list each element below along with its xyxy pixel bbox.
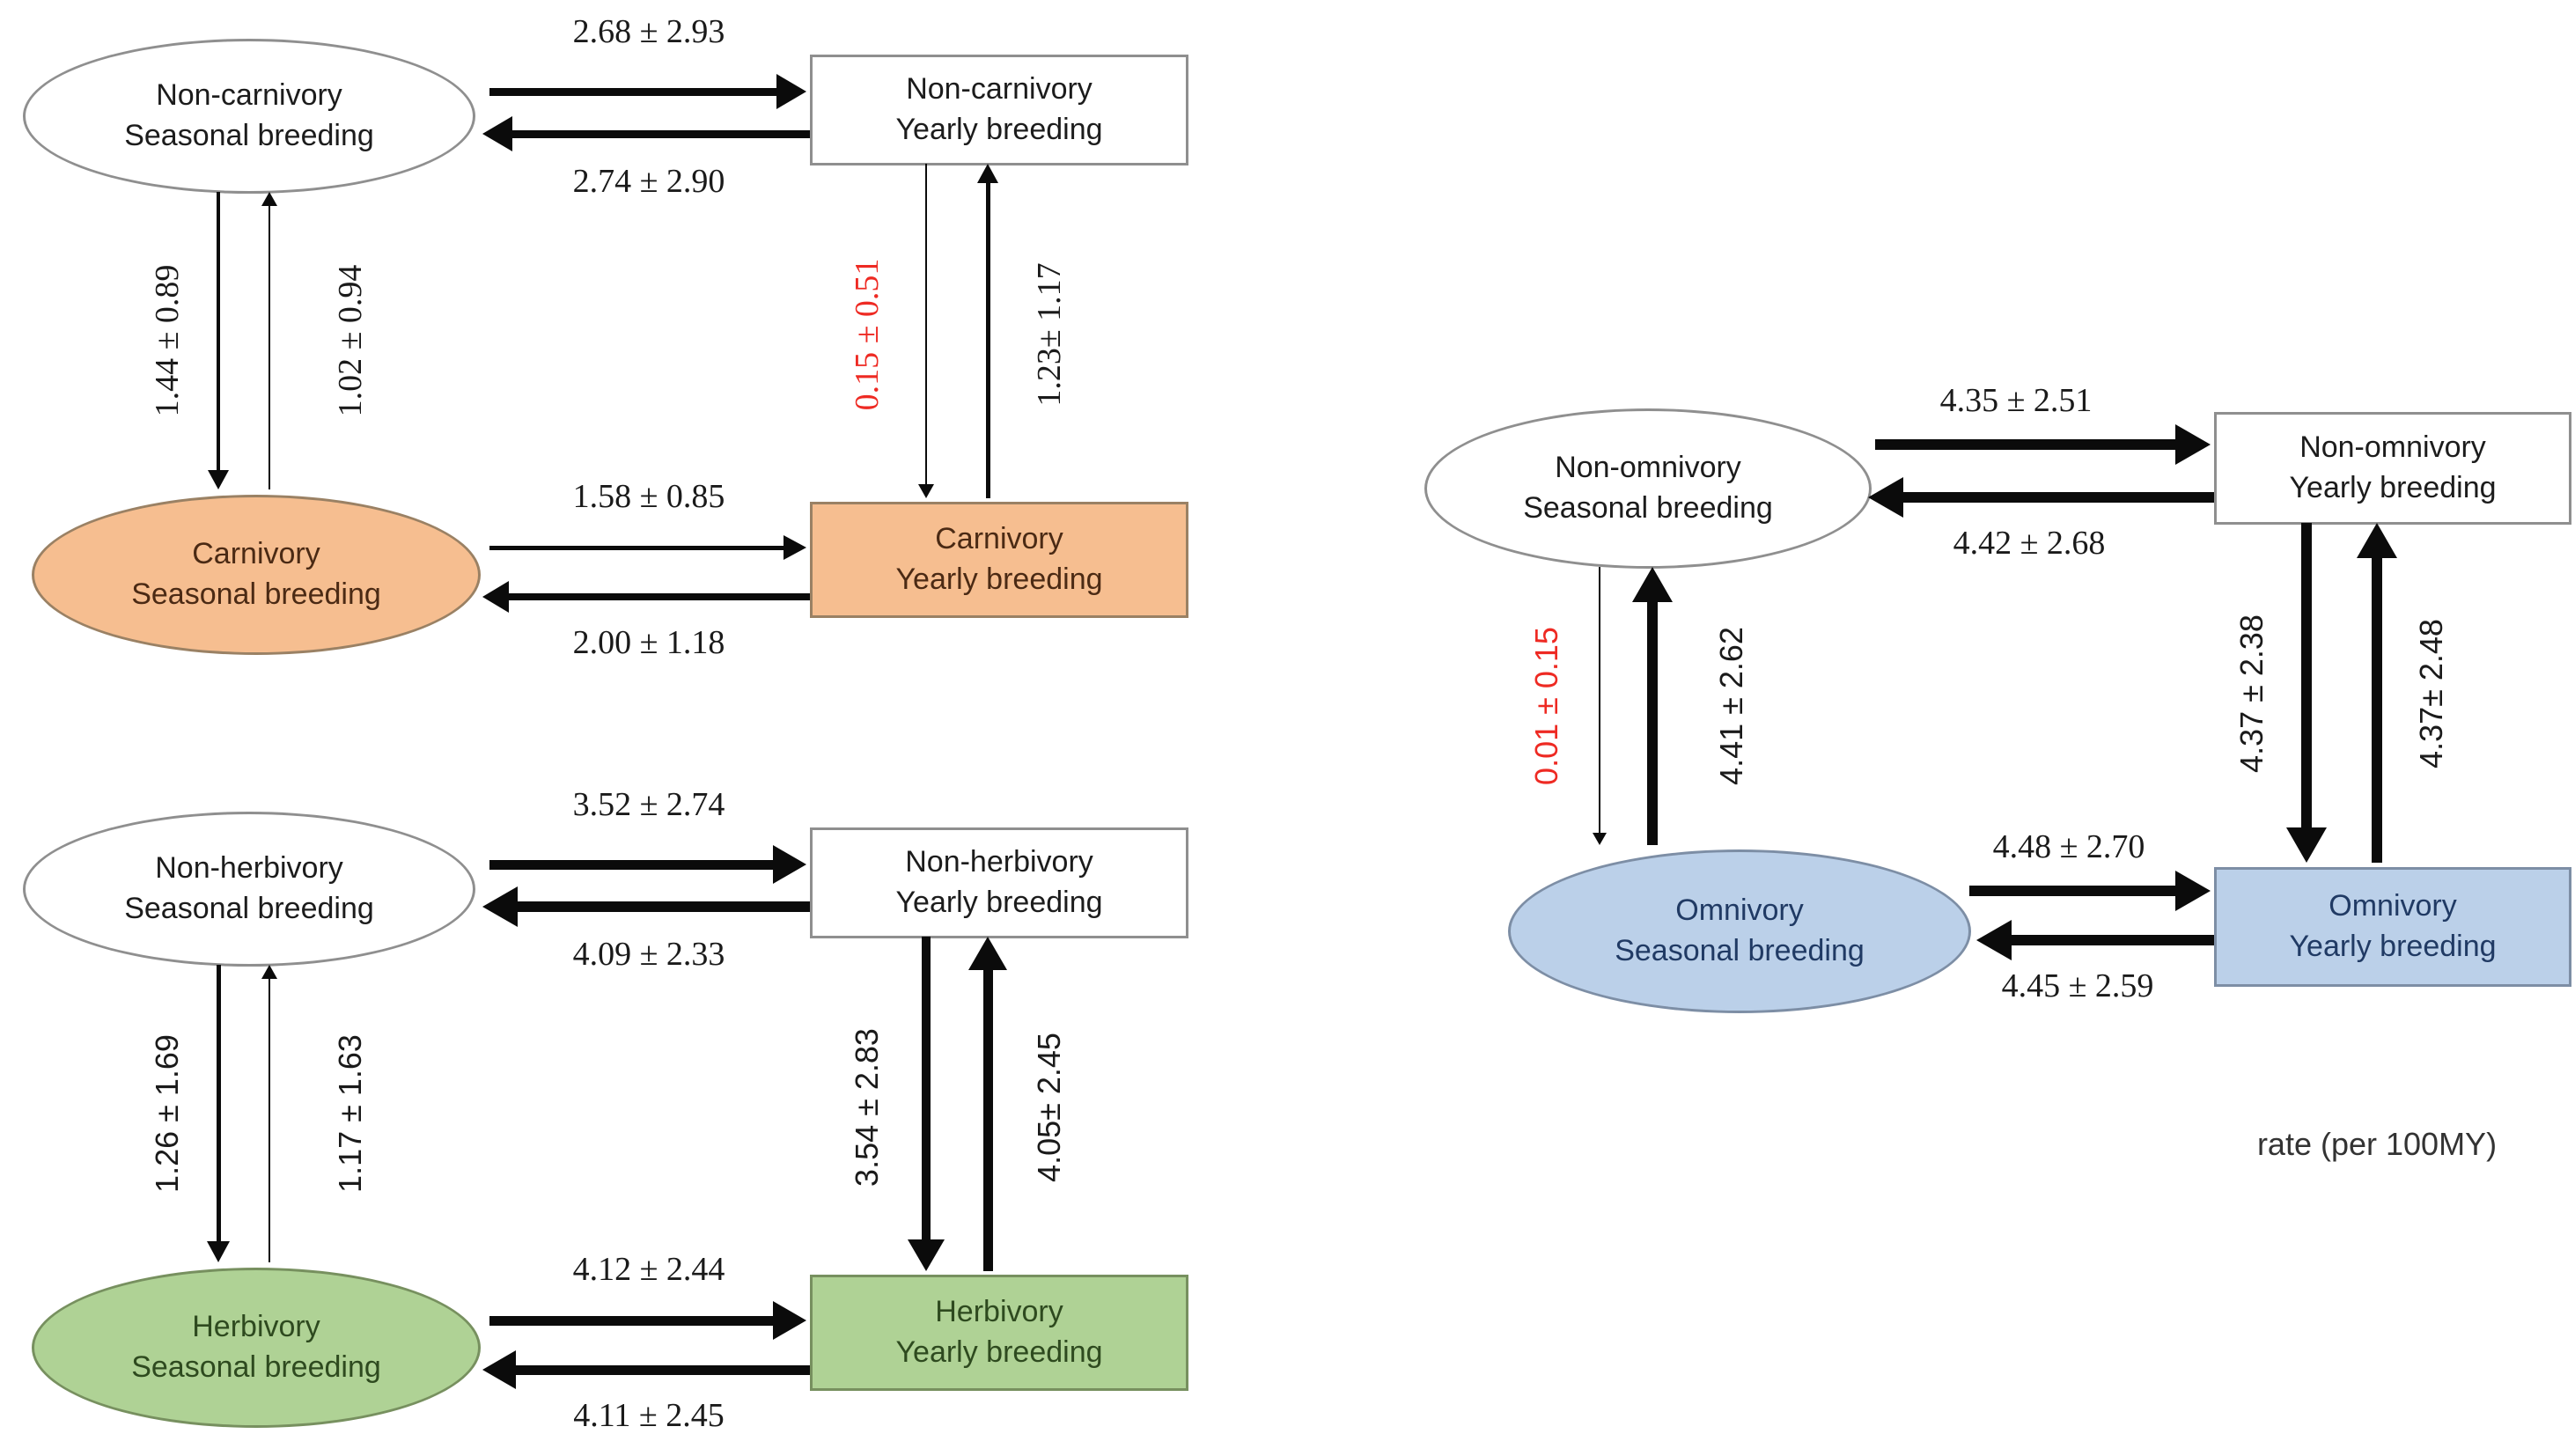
rate-label-bottom-left: 4.45 ± 2.59 bbox=[2001, 967, 2154, 1004]
rate-label-left-down: 1.26 ± 1.69 bbox=[149, 1034, 185, 1193]
node-label-line2: Seasonal breeding bbox=[1615, 934, 1865, 967]
node-non-carnivory-seasonal: Non-carnivory Seasonal breeding bbox=[23, 39, 475, 194]
panel-herbivory: Non-herbivory Seasonal breeding Non-herb… bbox=[0, 773, 1232, 1456]
node-label-line1: Omnivory bbox=[2329, 889, 2457, 923]
arrow-hy-to-nhy bbox=[968, 937, 1007, 1271]
rate-label-mid-up: 4.37± 2.48 bbox=[2413, 619, 2449, 768]
arrow-ncs-to-cs bbox=[208, 192, 229, 489]
node-label-line1: Non-carnivory bbox=[156, 78, 342, 113]
rate-label-mid-down: 3.54 ± 2.83 bbox=[849, 1028, 885, 1187]
node-label-line2: Seasonal breeding bbox=[131, 577, 381, 611]
rate-label-mid-down: 0.15 ± 0.51 bbox=[849, 258, 886, 411]
node-label-line2: Yearly breeding bbox=[895, 113, 1103, 146]
arrow-hs-to-nhs bbox=[261, 965, 277, 1262]
arrow-oy-to-noy bbox=[2357, 523, 2397, 863]
rate-label-top-right: 2.68 ± 2.93 bbox=[572, 13, 725, 50]
arrow-os-to-oy bbox=[1969, 871, 2211, 911]
node-label-line2: Yearly breeding bbox=[2289, 471, 2497, 504]
arrow-os-to-nos bbox=[1632, 567, 1673, 845]
arrow-noy-to-oy bbox=[2286, 523, 2327, 863]
rate-label-left-up: 1.02 ± 0.94 bbox=[332, 264, 369, 417]
node-label-line2: Yearly breeding bbox=[895, 563, 1103, 596]
node-omnivory-yearly: Omnivory Yearly breeding bbox=[2214, 867, 2571, 987]
node-label-line1: Non-herbivory bbox=[905, 845, 1093, 879]
node-non-omnivory-seasonal: Non-omnivory Seasonal breeding bbox=[1424, 408, 1872, 569]
rate-label-top-left: 4.42 ± 2.68 bbox=[1953, 525, 2106, 562]
rate-label-top-left: 4.09 ± 2.33 bbox=[572, 936, 725, 973]
arrow-nhs-to-hs bbox=[207, 965, 230, 1262]
rate-label-left-up: 4.41 ± 2.62 bbox=[1713, 627, 1749, 785]
node-label-line2: Yearly breeding bbox=[895, 886, 1103, 919]
arrow-cy-to-ncy bbox=[977, 164, 998, 498]
rate-label-top-right: 3.52 ± 2.74 bbox=[572, 786, 725, 823]
panel-omnivory: Non-omnivory Seasonal breeding Non-omniv… bbox=[1400, 377, 2575, 1187]
arrow-ncs-to-ncy bbox=[489, 74, 806, 109]
arrow-nhs-to-nhy bbox=[489, 845, 806, 884]
arrow-nos-to-noy bbox=[1875, 424, 2211, 465]
node-label-line1: Non-herbivory bbox=[155, 851, 343, 886]
rate-label-mid-up: 4.05± 2.45 bbox=[1031, 1033, 1067, 1182]
node-label-line2: Seasonal breeding bbox=[124, 119, 374, 152]
rate-label-top-right: 4.35 ± 2.51 bbox=[1939, 382, 2093, 419]
node-label-line1: Carnivory bbox=[935, 522, 1063, 556]
arrow-cy-to-cs bbox=[482, 581, 810, 613]
node-herbivory-yearly: Herbivory Yearly breeding bbox=[810, 1275, 1188, 1391]
arrow-nhy-to-hy bbox=[908, 937, 945, 1271]
arrow-cs-to-ncs bbox=[261, 192, 277, 489]
node-carnivory-yearly: Carnivory Yearly breeding bbox=[810, 502, 1188, 618]
node-label-line1: Herbivory bbox=[935, 1295, 1063, 1329]
rate-units-caption: rate (per 100MY) bbox=[2256, 1126, 2498, 1162]
node-label-line2: Seasonal breeding bbox=[131, 1350, 381, 1384]
arrow-nos-to-os bbox=[1593, 567, 1607, 845]
rate-label-top-left: 2.74 ± 2.90 bbox=[572, 163, 725, 200]
node-label-line1: Herbivory bbox=[192, 1310, 320, 1344]
rate-label-mid-up: 1.23± 1.17 bbox=[1031, 262, 1068, 407]
node-omnivory-seasonal: Omnivory Seasonal breeding bbox=[1508, 849, 1971, 1013]
rate-label-bottom-right: 4.12 ± 2.44 bbox=[572, 1251, 725, 1288]
rate-label-bottom-right: 4.48 ± 2.70 bbox=[1992, 828, 2145, 865]
rate-label-bottom-right: 1.58 ± 0.85 bbox=[572, 478, 725, 515]
node-label-line2: Seasonal breeding bbox=[124, 892, 374, 925]
rate-label-left-down: 0.01 ± 0.15 bbox=[1528, 627, 1564, 785]
node-non-herbivory-seasonal: Non-herbivory Seasonal breeding bbox=[23, 812, 475, 967]
rate-label-bottom-left: 2.00 ± 1.18 bbox=[572, 624, 725, 661]
arrow-hy-to-hs bbox=[482, 1350, 810, 1389]
node-non-carnivory-yearly: Non-carnivory Yearly breeding bbox=[810, 55, 1188, 165]
rate-label-left-up: 1.17 ± 1.63 bbox=[332, 1034, 368, 1193]
node-carnivory-seasonal: Carnivory Seasonal breeding bbox=[32, 495, 481, 655]
node-herbivory-seasonal: Herbivory Seasonal breeding bbox=[32, 1268, 481, 1428]
node-label-line2: Yearly breeding bbox=[2289, 930, 2497, 963]
rate-label-bottom-left: 4.11 ± 2.45 bbox=[573, 1397, 725, 1434]
node-label-line1: Non-carnivory bbox=[906, 72, 1093, 107]
rate-label-left-down: 1.44 ± 0.89 bbox=[149, 264, 186, 417]
arrow-cs-to-cy bbox=[489, 535, 806, 560]
arrow-ncy-to-ncs bbox=[482, 116, 810, 151]
arrow-nhy-to-nhs bbox=[482, 886, 810, 927]
node-label-line1: Carnivory bbox=[192, 537, 320, 571]
panel-carnivory: Non-carnivory Seasonal breeding Non-carn… bbox=[0, 0, 1232, 773]
arrow-oy-to-os bbox=[1976, 920, 2214, 960]
arrow-noy-to-nos bbox=[1868, 477, 2214, 518]
arrow-ncy-to-cy bbox=[918, 164, 934, 498]
node-label-line2: Yearly breeding bbox=[895, 1335, 1103, 1369]
node-non-omnivory-yearly: Non-omnivory Yearly breeding bbox=[2214, 412, 2571, 525]
rate-label-mid-down: 4.37 ± 2.38 bbox=[2233, 614, 2270, 773]
node-label-line2: Seasonal breeding bbox=[1523, 491, 1773, 525]
node-non-herbivory-yearly: Non-herbivory Yearly breeding bbox=[810, 827, 1188, 938]
node-label-line1: Non-omnivory bbox=[2299, 430, 2486, 465]
node-label-line1: Omnivory bbox=[1675, 893, 1804, 928]
arrow-hs-to-hy bbox=[489, 1301, 806, 1340]
node-label-line1: Non-omnivory bbox=[1555, 451, 1741, 485]
